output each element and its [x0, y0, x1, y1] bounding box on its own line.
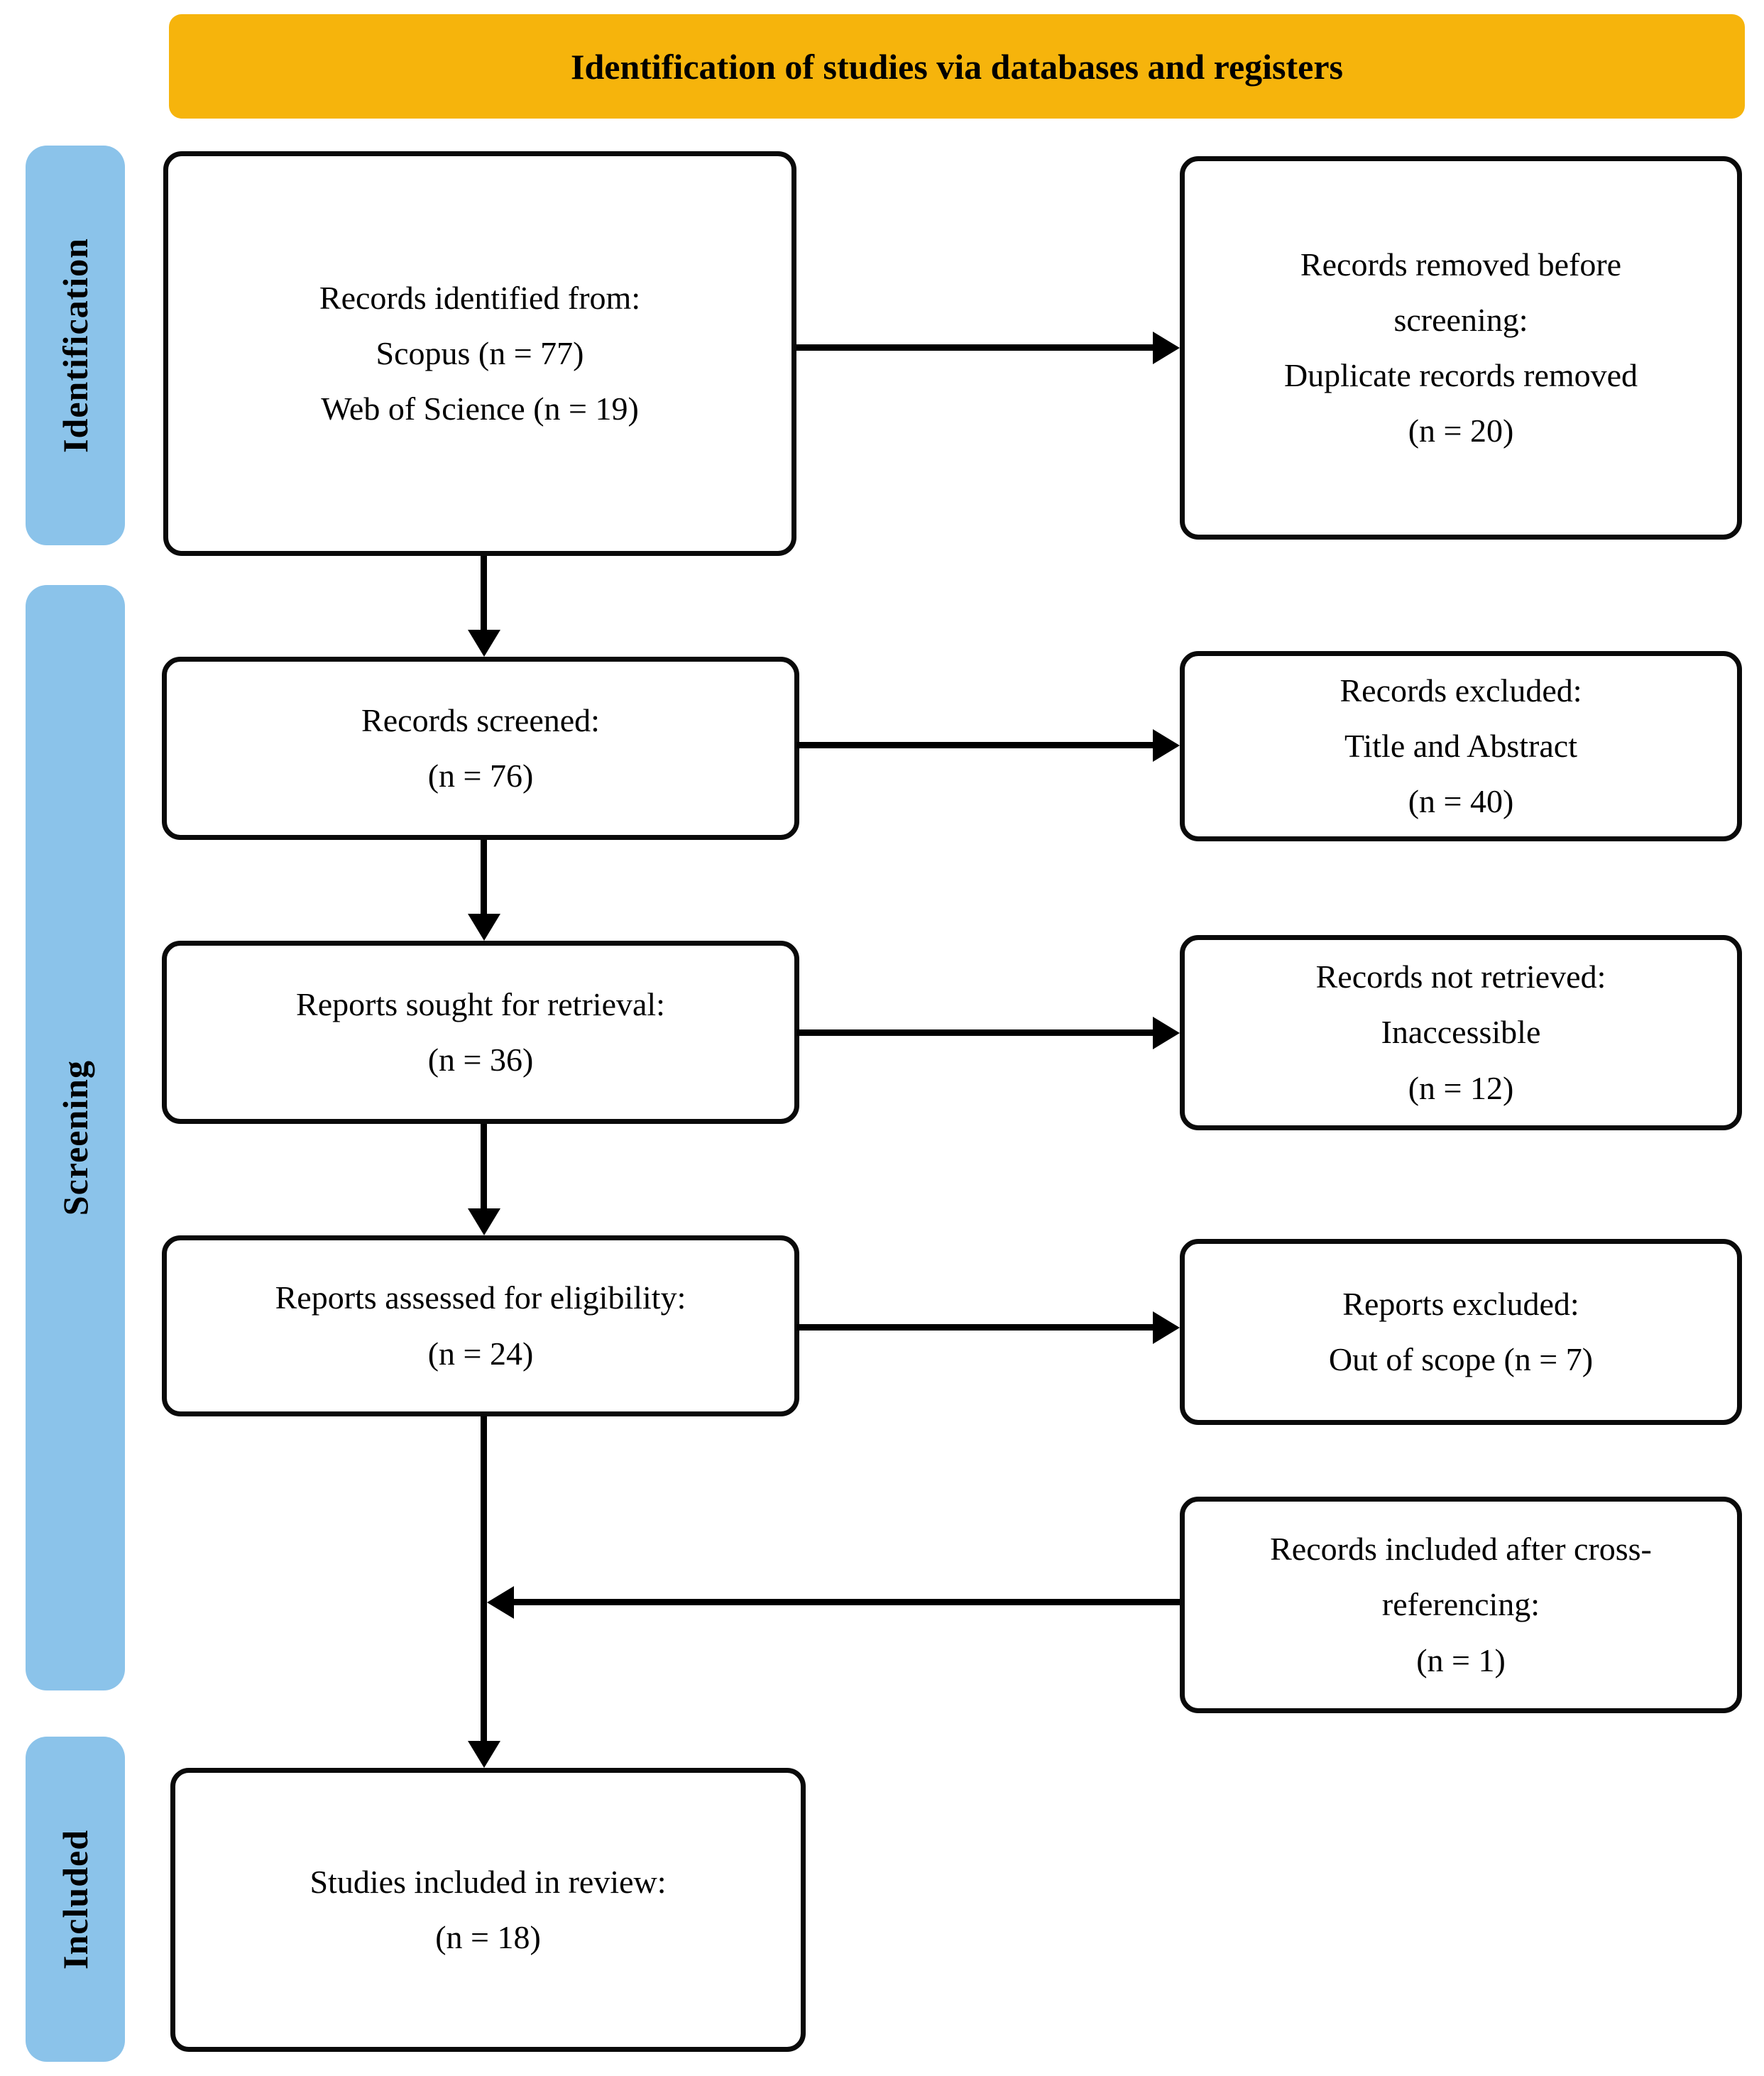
arrowhead-down-icon [468, 914, 500, 941]
arrowhead-down-icon [468, 630, 500, 657]
connector-screened-to-sought [481, 840, 487, 918]
box-line: Reports assessed for eligibility: [275, 1279, 686, 1316]
connector-identified-to-screened [481, 556, 487, 634]
box-line: screening: [1393, 301, 1528, 338]
box-reports-sought: Reports sought for retrieval: (n = 36) [162, 941, 799, 1124]
box-studies-included: Studies included in review: (n = 18) [170, 1768, 806, 2052]
box-line: (n = 20) [1408, 413, 1514, 449]
box-line: Out of scope (n = 7) [1328, 1341, 1594, 1377]
arrowhead-right-icon [1153, 332, 1180, 364]
connector-sought-to-not-retrieved [796, 1029, 1160, 1036]
box-line: Reports sought for retrieval: [296, 985, 665, 1022]
connector-assessed-to-reports-excluded [796, 1324, 1160, 1331]
box-reports-excluded: Reports excluded: Out of scope (n = 7) [1180, 1239, 1742, 1425]
box-line: (n = 18) [435, 1919, 541, 1955]
box-line: Records excluded: [1340, 672, 1582, 709]
connector-assessed-to-included [481, 1416, 487, 1744]
box-records-removed: Records removed before screening: Duplic… [1180, 156, 1742, 540]
box-line: Records included after cross- [1270, 1531, 1652, 1568]
box-line: Inaccessible [1381, 1014, 1541, 1051]
box-line: Web of Science (n = 19) [321, 390, 639, 427]
box-line: Records not retrieved: [1315, 958, 1606, 995]
box-line: (n = 1) [1416, 1641, 1506, 1678]
arrowhead-down-icon [468, 1208, 500, 1235]
stage-bar-screening: Screening [26, 585, 125, 1690]
box-records-excluded: Records excluded: Title and Abstract (n … [1180, 651, 1742, 841]
stage-label-included: Included [55, 1829, 95, 1970]
arrowhead-left-icon [487, 1586, 514, 1619]
box-line: Reports excluded: [1342, 1285, 1579, 1322]
box-records-identified: Records identified from: Scopus (n = 77)… [163, 151, 796, 556]
connector-sought-to-assessed [481, 1124, 487, 1213]
stage-bar-identification: Identification [26, 146, 125, 545]
box-line: Records screened: [361, 701, 600, 738]
arrowhead-down-icon [468, 1741, 500, 1768]
connector-identified-to-removed [796, 344, 1160, 351]
arrowhead-right-icon [1153, 729, 1180, 762]
box-line: (n = 12) [1408, 1069, 1514, 1106]
box-line: Duplicate records removed [1283, 357, 1638, 393]
box-line: Records identified from: [319, 279, 641, 316]
box-line: (n = 36) [427, 1042, 534, 1078]
box-records-screened: Records screened: (n = 76) [162, 657, 799, 840]
box-line: referencing: [1381, 1586, 1540, 1623]
stage-label-identification: Identification [55, 238, 95, 453]
box-line: (n = 76) [427, 758, 534, 794]
box-line: (n = 24) [427, 1335, 534, 1372]
box-line: (n = 40) [1408, 783, 1514, 820]
box-reports-assessed: Reports assessed for eligibility: (n = 2… [162, 1235, 799, 1416]
connector-cross-reference-to-flow [513, 1599, 1180, 1605]
box-line: Title and Abstract [1344, 727, 1577, 764]
box-line: Records removed before [1300, 246, 1622, 283]
box-records-cross-reference: Records included after cross- referencin… [1180, 1497, 1742, 1713]
connector-screened-to-excluded [796, 742, 1160, 748]
banner: Identification of studies via databases … [169, 14, 1745, 119]
arrowhead-right-icon [1153, 1311, 1180, 1344]
arrowhead-right-icon [1153, 1017, 1180, 1049]
box-line: Studies included in review: [309, 1863, 667, 1900]
stage-bar-included: Included [26, 1737, 125, 2062]
stage-label-screening: Screening [55, 1059, 95, 1216]
box-line: Scopus (n = 77) [376, 334, 584, 371]
banner-title: Identification of studies via databases … [570, 46, 1343, 87]
box-records-not-retrieved: Records not retrieved: Inaccessible (n =… [1180, 935, 1742, 1130]
